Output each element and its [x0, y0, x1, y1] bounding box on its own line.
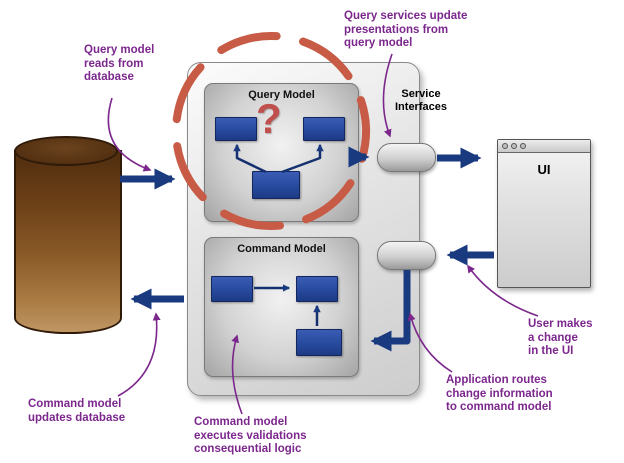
- query-model-box-right: [303, 117, 345, 141]
- annotation-query-services: Query services update presentations from…: [344, 10, 468, 50]
- annotation-query-reads: Query model reads from database: [84, 44, 155, 84]
- question-mark: ?: [256, 95, 282, 142]
- ui-window-label: UI: [537, 162, 551, 177]
- window-dots-icon: [498, 140, 590, 153]
- database-cylinder-top: [14, 136, 118, 166]
- service-interfaces-label: Service Interfaces: [395, 88, 447, 114]
- service-interface-capsule-command: [377, 241, 436, 270]
- ui-window: UI: [497, 139, 591, 288]
- command-model-box-right: [296, 276, 338, 302]
- annotation-cmd-executes: Command model executes validations conse…: [194, 416, 307, 456]
- window-dot-icon: [502, 143, 508, 149]
- command-model-panel: Command Model: [204, 237, 359, 377]
- pointer-cmd-updates: [117, 312, 161, 397]
- command-model-box-left: [211, 276, 253, 302]
- command-model-box-bottom: [296, 329, 342, 356]
- command-model-title: Command Model: [237, 243, 326, 255]
- database-cylinder: [14, 150, 122, 334]
- annotation-user-change: User makes a change in the UI: [528, 318, 593, 358]
- service-interface-capsule-query: [377, 143, 436, 172]
- annotation-app-routes: Application routes change information to…: [446, 374, 553, 414]
- annotation-cmd-updates: Command model updates database: [28, 398, 126, 424]
- query-model-box-left: [215, 117, 257, 141]
- window-dot-icon: [520, 143, 526, 149]
- window-dot-icon: [511, 143, 517, 149]
- query-model-box-bottom: [252, 171, 300, 199]
